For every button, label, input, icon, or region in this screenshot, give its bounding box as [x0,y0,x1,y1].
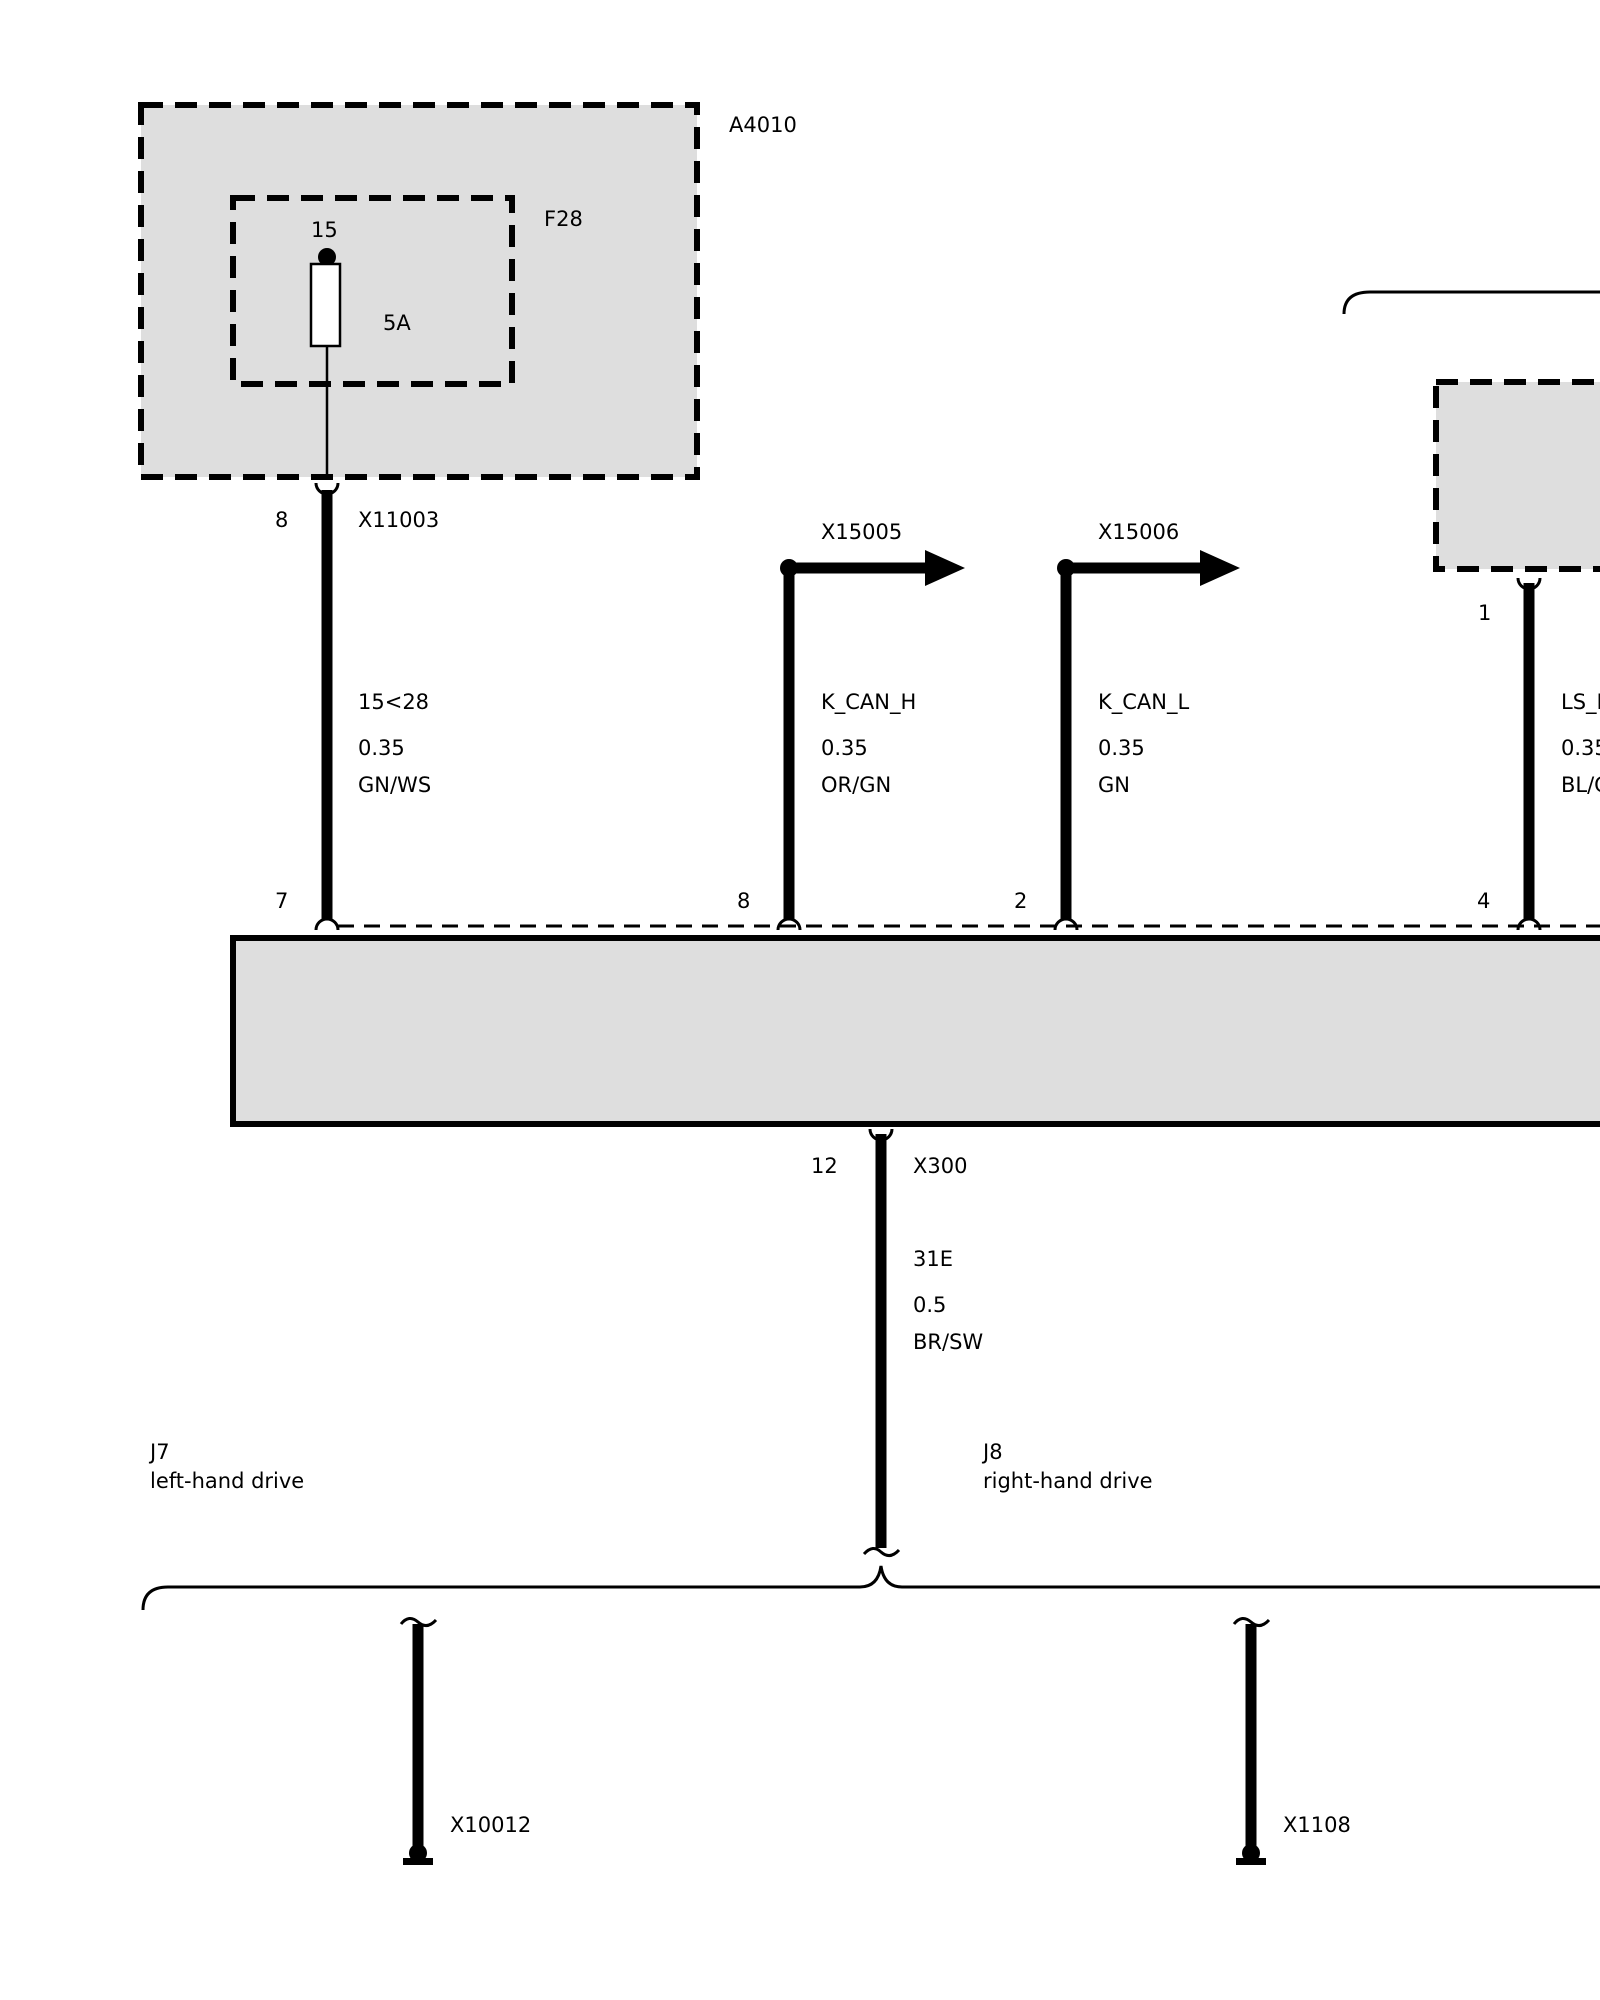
wire-k-can-l-gauge: 0.35 [1098,736,1145,760]
ground-x10012-break-symbol [399,1617,438,1627]
connector-x15005-label: X15005 [821,520,902,544]
wire-ls-h-color: BL/G [1561,773,1600,797]
wire-15-28-bottom-connector [314,917,340,931]
wire-31e-color: BR/SW [913,1330,983,1354]
module-a4010-label: A4010 [729,113,797,137]
ground-x10012-label: X10012 [450,1813,531,1837]
wire-15-28-pin-bottom: 7 [275,889,288,913]
wire-31e-gauge: 0.5 [913,1293,946,1317]
ground-x1108-label: X1108 [1283,1813,1351,1837]
wire-15-28-color: GN/WS [358,773,431,797]
ground-x10012-dot [409,1844,427,1862]
variant-j7-desc: left-hand drive [150,1469,304,1493]
wire-31e-signal: 31E [913,1247,953,1271]
wire-k-can-h-pin-bottom: 8 [737,889,750,913]
wire-ls-h-gauge: 0.35 [1561,736,1600,760]
right-module-box [1433,379,1600,572]
wire-k-can-h-color: OR/GN [821,773,891,797]
connector-x300-pin: 12 [811,1154,838,1178]
fuse-rating-label: 5A [383,311,411,335]
fuse-pin-label: 15 [311,218,338,242]
wire-ls-h-signal: LS_H [1561,690,1600,715]
wire-k-can-l-pin-bottom: 2 [1014,889,1027,913]
variant-j7-id: J7 [148,1440,170,1464]
wire-ls-h-pin-bottom: 4 [1477,889,1490,913]
wire-k-can-h-bottom-connector [776,917,802,931]
main-control-unit [230,935,1600,1127]
connector-x11003-pin-top: 8 [275,508,288,532]
ground-x1108-symbol [1236,1858,1266,1865]
wire-31e-break-symbol [862,1547,901,1557]
connector-x11003-label: X11003 [358,508,439,532]
fuse-holder-f28-label: F28 [544,207,583,231]
variant-j8-id: J8 [981,1440,1003,1464]
variant-bracket [141,1565,1600,1611]
wire-k-can-h-signal: K_CAN_H [821,690,916,715]
fuse-holder-f28-box [230,195,515,387]
fuse-symbol [309,262,342,348]
wire-k-can-l-signal: K_CAN_L [1098,690,1190,715]
wire-k-can-h-gauge: 0.35 [821,736,868,760]
fuse-pin-dot [318,248,336,266]
connector-x15006-arrow [1200,550,1240,586]
ground-x1108-dot [1242,1844,1260,1862]
right-module-pin-top: 1 [1478,601,1491,625]
wire-15-28-signal: 15<28 [358,690,429,714]
ground-x10012-symbol [403,1858,433,1865]
variant-j8-desc: right-hand drive [983,1469,1153,1493]
right-module-bracket [1342,290,1600,315]
wire-15-28-gauge: 0.35 [358,736,405,760]
wire-k-can-l-color: GN [1098,773,1130,797]
connector-x15005-arrow [925,550,965,586]
ground-x1108-break-symbol [1232,1617,1271,1627]
connector-x15006-label: X15006 [1098,520,1179,544]
connector-x300-label: X300 [913,1154,967,1178]
